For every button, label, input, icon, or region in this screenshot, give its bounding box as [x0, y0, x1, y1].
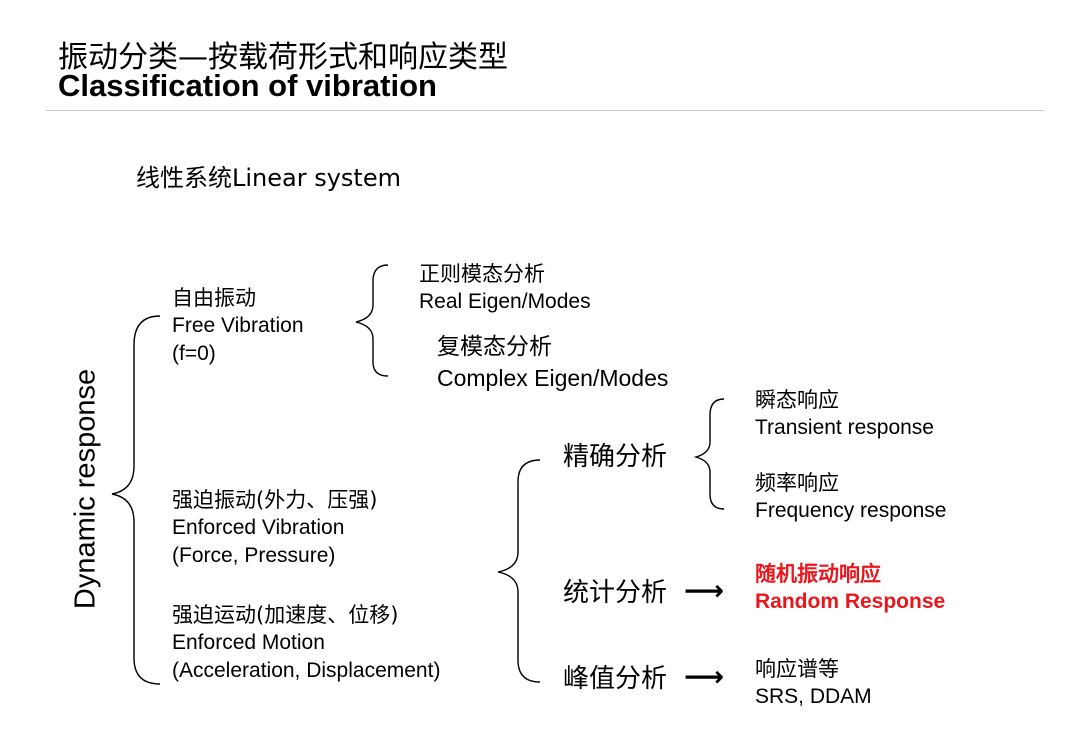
enforced-motion-note: (Acceleration, Displacement) — [172, 659, 441, 682]
transient-response-cn: 瞬态响应 — [755, 388, 839, 412]
enforced-motion-en: Enforced Motion — [172, 631, 325, 654]
transient-response-en: Transient response — [755, 416, 934, 439]
enforced-brace — [497, 459, 541, 683]
peak-analysis-arrow: ⟶ — [684, 660, 725, 693]
random-response-en: Random Response — [755, 590, 946, 613]
enforced-vibration-en: Enforced Vibration — [172, 516, 345, 539]
complex-eigen-en: Complex Eigen/Modes — [437, 365, 669, 391]
transient-response-node: 瞬态响应 Transient response — [755, 386, 934, 442]
free-vibration-note: (f=0) — [172, 342, 216, 365]
random-response-node: 随机振动响应 Random Response — [755, 560, 945, 616]
free-vibration-node: 自由振动 Free Vibration (f=0) — [172, 284, 304, 368]
random-response-cn: 随机振动响应 — [755, 562, 881, 586]
enforced-vibration-cn: 强迫振动(外力、压强) — [172, 488, 378, 512]
exact-analysis-brace — [693, 398, 725, 510]
free-vibration-en: Free Vibration — [172, 314, 304, 337]
frequency-response-node: 频率响应 Frequency response — [755, 469, 946, 525]
response-spectrum-node: 响应谱等 SRS, DDAM — [755, 655, 872, 711]
real-eigen-node: 正则模态分析 Real Eigen/Modes — [419, 260, 591, 316]
free-vibration-cn: 自由振动 — [172, 286, 256, 310]
page-title-chinese: 振动分类—按载荷形式和响应类型 — [58, 40, 508, 75]
statistical-analysis-label: 统计分析 — [563, 578, 668, 608]
enforced-vibration-node: 强迫振动(外力、压强) Enforced Vibration (Force, P… — [172, 486, 377, 570]
enforced-vibration-note: (Force, Pressure) — [172, 544, 336, 567]
exact-analysis-label: 精确分析 — [563, 442, 668, 472]
real-eigen-cn: 正则模态分析 — [419, 262, 545, 286]
free-vibration-brace — [355, 264, 389, 377]
header-divider — [46, 110, 1044, 111]
response-spectrum-cn: 响应谱等 — [755, 657, 839, 681]
real-eigen-en: Real Eigen/Modes — [419, 290, 591, 313]
enforced-motion-node: 强迫运动(加速度、位移) Enforced Motion (Accelerati… — [172, 601, 440, 685]
response-spectrum-en: SRS, DDAM — [755, 685, 872, 708]
complex-eigen-cn: 复模态分析 — [437, 334, 552, 360]
complex-eigen-node: 复模态分析 Complex Eigen/Modes — [437, 332, 668, 394]
frequency-response-cn: 频率响应 — [755, 471, 839, 495]
root-brace — [111, 315, 161, 685]
enforced-motion-cn: 强迫运动(加速度、位移) — [172, 603, 399, 627]
peak-analysis-label: 峰值分析 — [563, 664, 668, 694]
frequency-response-en: Frequency response — [755, 499, 947, 522]
page-title-english: Classification of vibration — [58, 68, 437, 103]
subheading-linear-system: 线性系统Linear system — [136, 164, 401, 192]
statistical-analysis-arrow: ⟶ — [684, 574, 725, 607]
